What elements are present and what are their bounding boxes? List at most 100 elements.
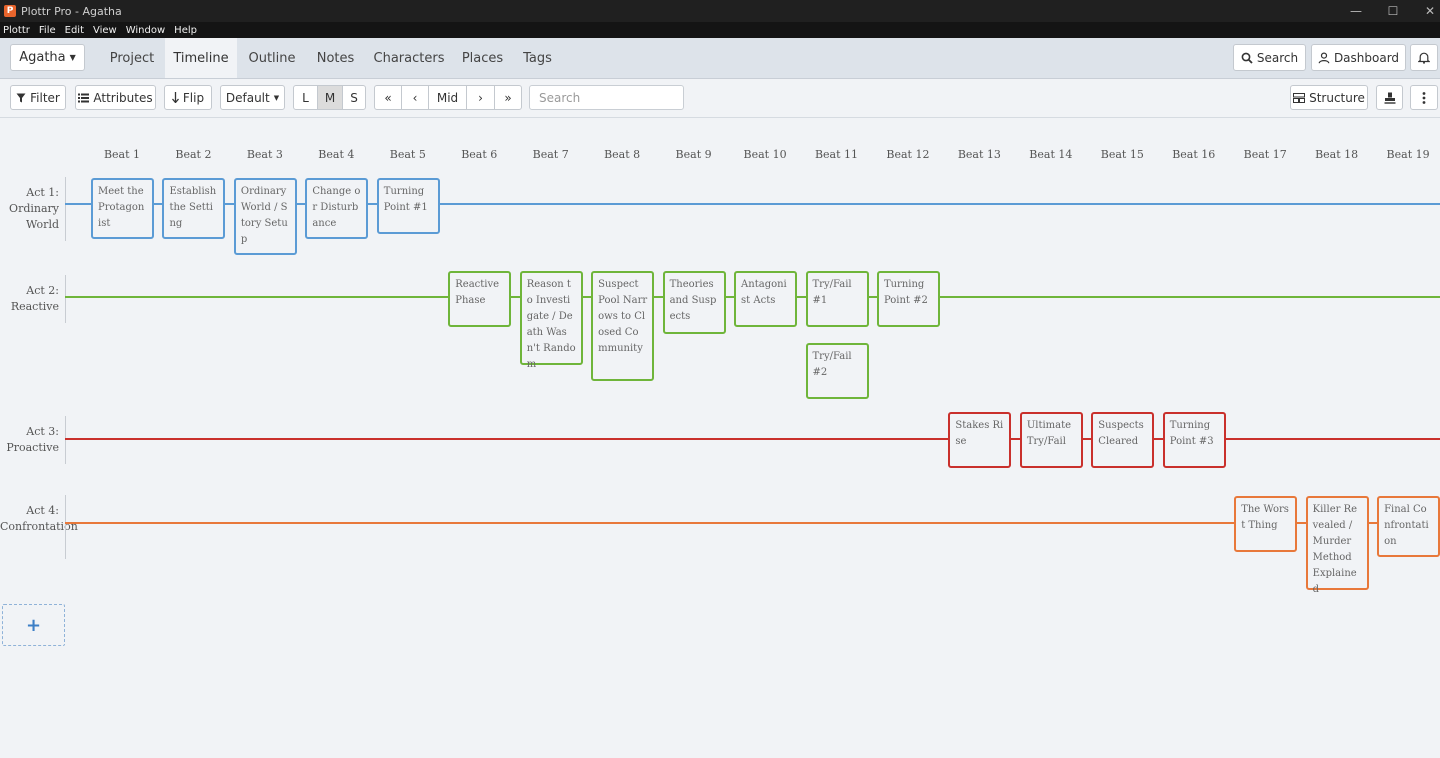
beat-header[interactable]: Beat 6 <box>461 148 498 161</box>
attributes-button[interactable]: Attributes <box>75 85 156 110</box>
act-label[interactable]: Act 4: Confrontation <box>0 504 78 533</box>
project-dropdown[interactable]: Agatha ▼ <box>10 44 85 71</box>
tab-places[interactable]: Places <box>461 50 504 66</box>
beat-header[interactable]: Beat 4 <box>318 148 355 161</box>
structure-icon <box>1293 92 1306 103</box>
scroll-next-button[interactable]: › <box>467 86 495 109</box>
act-label[interactable]: Act 3: Proactive <box>6 425 59 454</box>
scene-card[interactable]: Establish the Setting <box>162 178 226 239</box>
scene-card[interactable]: Killer Revealed / Murder Method Explaine… <box>1305 496 1369 595</box>
scene-card[interactable]: Stakes Rise <box>948 412 1012 468</box>
plotline-line <box>65 203 1440 205</box>
scroll-last-button[interactable]: » <box>504 90 512 105</box>
scene-card[interactable]: Reactive Phase <box>448 271 512 327</box>
stamp-button[interactable] <box>1376 85 1403 110</box>
add-plotline-button[interactable]: + <box>2 604 65 646</box>
scene-card[interactable]: Turning Point #1 <box>376 178 440 234</box>
search-button-label: Search <box>1256 50 1299 65</box>
scene-card[interactable]: Ultimate Try/Fail <box>1019 412 1083 468</box>
plotline-line <box>65 438 1440 440</box>
beat-header[interactable]: Beat 8 <box>604 148 641 161</box>
menu-window[interactable]: Window <box>125 24 166 36</box>
search-button[interactable]: Search <box>1233 44 1306 71</box>
tab-tags[interactable]: Tags <box>523 50 552 66</box>
scene-card[interactable]: Turning Point #3 <box>1162 412 1226 468</box>
notifications-button[interactable] <box>1410 44 1438 71</box>
beat-header[interactable]: Beat 19 <box>1386 148 1430 161</box>
beat-header[interactable]: Beat 17 <box>1243 148 1287 161</box>
close-window-button[interactable]: ✕ <box>1424 4 1436 18</box>
size-medium-button[interactable]: M <box>318 86 343 109</box>
scene-card[interactable]: Try/Fail #1 <box>805 271 869 327</box>
scene-card[interactable]: Antagonist Acts <box>734 271 798 327</box>
menu-bar: Plottr File Edit View Window Help <box>0 22 1440 38</box>
structure-button[interactable]: Structure <box>1290 85 1368 110</box>
arrow-down-icon <box>171 92 179 103</box>
nav-bar: Agatha ▼ Project Timeline Outline Notes … <box>0 38 1440 79</box>
dashboard-button[interactable]: Dashboard <box>1311 44 1406 71</box>
act-label-divider <box>65 495 66 559</box>
scroll-first-button[interactable]: « <box>375 86 402 109</box>
menu-file[interactable]: File <box>38 24 56 36</box>
scene-card[interactable]: Change or Disturbance <box>305 178 369 239</box>
beat-header[interactable]: Beat 12 <box>886 148 930 161</box>
default-dropdown[interactable]: Default ▼ <box>220 85 285 110</box>
tab-outline[interactable]: Outline <box>248 50 296 66</box>
beat-header[interactable]: Beat 13 <box>957 148 1001 161</box>
scene-card[interactable]: Meet the Protagonist <box>91 178 154 239</box>
scroll-prev-button[interactable]: ‹ <box>402 86 429 109</box>
bell-icon <box>1418 52 1430 64</box>
window-title: Plottr Pro - Agatha <box>21 4 122 18</box>
beat-header[interactable]: Beat 16 <box>1172 148 1216 161</box>
scene-card[interactable]: Suspects Cleared <box>1091 412 1155 468</box>
menu-plottr[interactable]: Plottr <box>3 24 30 36</box>
beat-header[interactable]: Beat 9 <box>675 148 712 161</box>
tab-project[interactable]: Project <box>109 50 155 66</box>
scene-card[interactable]: Ordinary World / Story Setup <box>233 178 297 255</box>
act-label[interactable]: Act 1: Ordinary World <box>9 186 59 231</box>
menu-help[interactable]: Help <box>174 24 197 36</box>
beat-header[interactable]: Beat 14 <box>1029 148 1073 161</box>
title-bar: P Plottr Pro - Agatha — ☐ ✕ <box>0 0 1440 22</box>
default-label: Default <box>225 90 270 105</box>
plotline-line <box>65 522 1440 524</box>
size-small-button[interactable]: S <box>350 90 358 105</box>
scroll-controls: « ‹ Mid › » <box>374 85 522 110</box>
tab-timeline[interactable]: Timeline <box>165 38 237 78</box>
beat-header[interactable]: Beat 15 <box>1100 148 1144 161</box>
beat-header[interactable]: Beat 2 <box>175 148 212 161</box>
timeline-search-input[interactable] <box>529 85 684 110</box>
caret-down-icon: ▼ <box>69 53 76 62</box>
flip-label: Flip <box>182 90 205 105</box>
size-large-button[interactable]: L <box>294 86 318 109</box>
beat-header[interactable]: Beat 1 <box>103 148 141 161</box>
scene-card[interactable]: The Worst Thing <box>1234 496 1298 552</box>
more-vertical-icon <box>1422 91 1426 104</box>
beat-header[interactable]: Beat 3 <box>246 148 283 161</box>
scene-card[interactable]: Reason to Investigate / Death Wasn't Ran… <box>519 271 583 370</box>
flip-button[interactable]: Flip <box>164 85 212 110</box>
beat-header[interactable]: Beat 5 <box>389 148 426 161</box>
attributes-label: Attributes <box>93 90 153 105</box>
tab-notes[interactable]: Notes <box>316 50 355 66</box>
beat-header[interactable]: Beat 11 <box>814 148 859 161</box>
scene-card[interactable]: Theories and Suspects <box>662 271 726 334</box>
menu-view[interactable]: View <box>93 24 117 36</box>
maximize-button[interactable]: ☐ <box>1387 4 1399 18</box>
act-label[interactable]: Act 2: Reactive <box>10 284 59 313</box>
filter-button[interactable]: Filter <box>10 85 66 110</box>
tab-characters[interactable]: Characters <box>373 50 445 66</box>
more-options-button[interactable] <box>1410 85 1438 110</box>
menu-edit[interactable]: Edit <box>64 24 84 36</box>
beat-header[interactable]: Beat 10 <box>743 148 787 161</box>
beat-header[interactable]: Beat 7 <box>532 148 569 161</box>
plottr-logo-icon: P <box>4 5 16 17</box>
scene-card[interactable]: Turning Point #2 <box>876 271 940 327</box>
scene-card[interactable]: Try/Fail #2 <box>805 343 869 399</box>
minimize-button[interactable]: — <box>1350 4 1362 18</box>
scene-card[interactable]: Final Confrontation <box>1377 496 1440 557</box>
beat-header[interactable]: Beat 18 <box>1315 148 1359 161</box>
filter-label: Filter <box>30 90 60 105</box>
scroll-mid-button[interactable]: Mid <box>429 86 467 109</box>
scene-card[interactable]: Suspect Pool Narrows to Closed Community <box>591 271 655 381</box>
